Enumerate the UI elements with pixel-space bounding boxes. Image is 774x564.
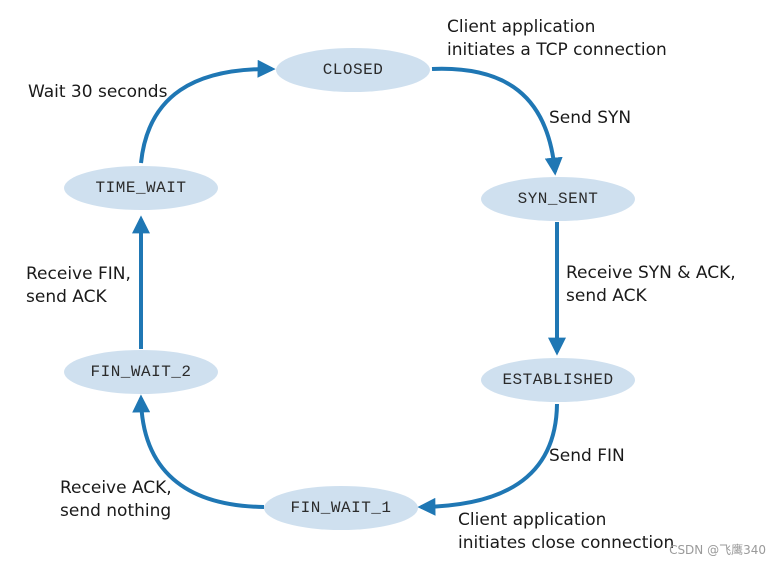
arrow-established-to-fin-wait-1 — [417, 403, 559, 516]
state-established: ESTABLISHED — [481, 358, 635, 402]
state-time-wait: TIME_WAIT — [64, 166, 218, 210]
state-closed: CLOSED — [276, 48, 430, 92]
state-syn-sent: SYN_SENT — [481, 177, 635, 221]
label-send-syn: Send SYN — [549, 107, 631, 130]
label-line: send nothing — [60, 501, 172, 521]
label-line: Send FIN — [549, 446, 625, 466]
label-receive-ack: Receive ACK, send nothing — [60, 477, 172, 523]
label-receive-syn-ack: Receive SYN & ACK, send ACK — [566, 262, 736, 308]
label-line: initiates close connection — [458, 533, 675, 553]
label-line: Send SYN — [549, 108, 632, 128]
watermark: CSDN @飞鹰340 — [669, 543, 766, 557]
label-receive-fin: Receive FIN, send ACK — [26, 263, 131, 309]
state-fin-wait-1: FIN_WAIT_1 — [264, 486, 418, 530]
label-line: Receive SYN & ACK, — [566, 263, 736, 283]
arrow-time-wait-to-closed — [139, 59, 276, 164]
label-line: initiates a TCP connection — [447, 40, 667, 60]
label-line: send ACK — [26, 287, 107, 307]
label-wait-30-seconds: Wait 30 seconds — [28, 81, 167, 104]
label-send-fin: Send FIN — [549, 445, 625, 468]
label-client-initiates-connection: Client application initiates a TCP conne… — [447, 16, 667, 62]
arrow-closed-to-syn-sent — [431, 66, 563, 176]
label-line: Client application — [447, 17, 596, 37]
arrow-fin-wait-1-to-fin-wait-2 — [132, 394, 265, 509]
label-client-initiates-close: Client application initiates close conne… — [458, 509, 674, 555]
label-line: Client application — [458, 510, 607, 530]
label-line: send ACK — [566, 286, 647, 306]
label-line: Receive ACK, — [60, 478, 172, 498]
label-line: Receive FIN, — [26, 264, 131, 284]
label-line: Wait 30 seconds — [28, 82, 168, 102]
state-fin-wait-2: FIN_WAIT_2 — [64, 350, 218, 394]
